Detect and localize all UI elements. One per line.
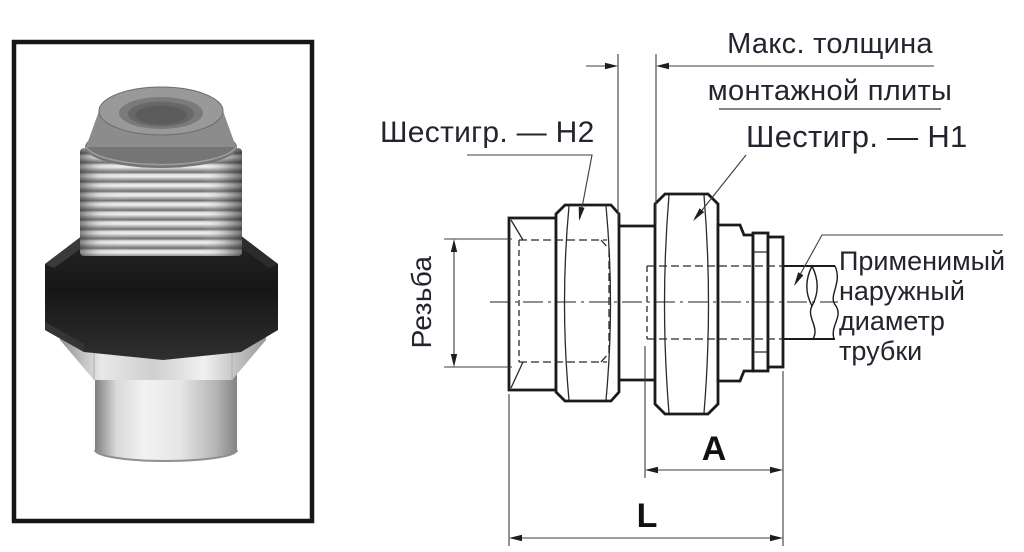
- label-tube-od-line1: Применимый: [839, 246, 1005, 276]
- dimension-letter-a: A: [702, 430, 727, 468]
- drawing-hex-h1: [653, 192, 720, 416]
- drawing-hex-h2: [554, 203, 621, 403]
- dimension-letter-l: L: [637, 497, 658, 535]
- drawing-hex-h2-face-lines: [563, 205, 612, 401]
- dimension-thread: [450, 239, 458, 367]
- technical-drawing: Макс. толщина монтажной плиты Шестигр. —…: [380, 28, 1005, 546]
- label-tube-od-line3: диаметр: [839, 306, 945, 336]
- dimension-extension-lines: [444, 54, 784, 546]
- drawing-tube: [783, 264, 839, 340]
- leader-tube-od: [794, 234, 1003, 286]
- product-photo: [11, 39, 315, 524]
- label-hex-h1: Шестигр. — H1: [746, 119, 968, 154]
- drawing-tube-break-lens: [806, 264, 818, 308]
- drawing-neck-lines: [617, 224, 656, 382]
- drawing-release-ring-lines: [753, 251, 768, 353]
- drawing-hidden-lines: [510, 219, 783, 389]
- label-hex-h2: Шестигр. — H2: [380, 116, 595, 149]
- drawing-thread-sleeve: [507, 216, 558, 392]
- label-tube-od-line4: трубки: [839, 336, 922, 366]
- drawing-collar: [716, 223, 755, 383]
- label-max-plate-thickness-line1: Макс. толщина: [727, 28, 933, 60]
- dimension-l: [509, 534, 783, 542]
- drawing-hex-h1-face-lines: [663, 194, 710, 414]
- photo-collet-ring: [85, 86, 237, 168]
- label-thread: Резьба: [406, 256, 437, 349]
- dimension-a: [645, 466, 783, 474]
- dimension-max-plate-thickness: [586, 62, 941, 110]
- leader-hex-h2: [467, 154, 593, 221]
- label-tube-od-line2: наружный: [839, 276, 965, 306]
- photo-cylinder-body: [94, 372, 238, 462]
- leader-hex-h1: [693, 154, 747, 221]
- photo-threaded-section: [80, 148, 242, 256]
- drawing-neck-fill: [617, 228, 656, 378]
- label-max-plate-thickness-line2: монтажной плиты: [708, 75, 952, 107]
